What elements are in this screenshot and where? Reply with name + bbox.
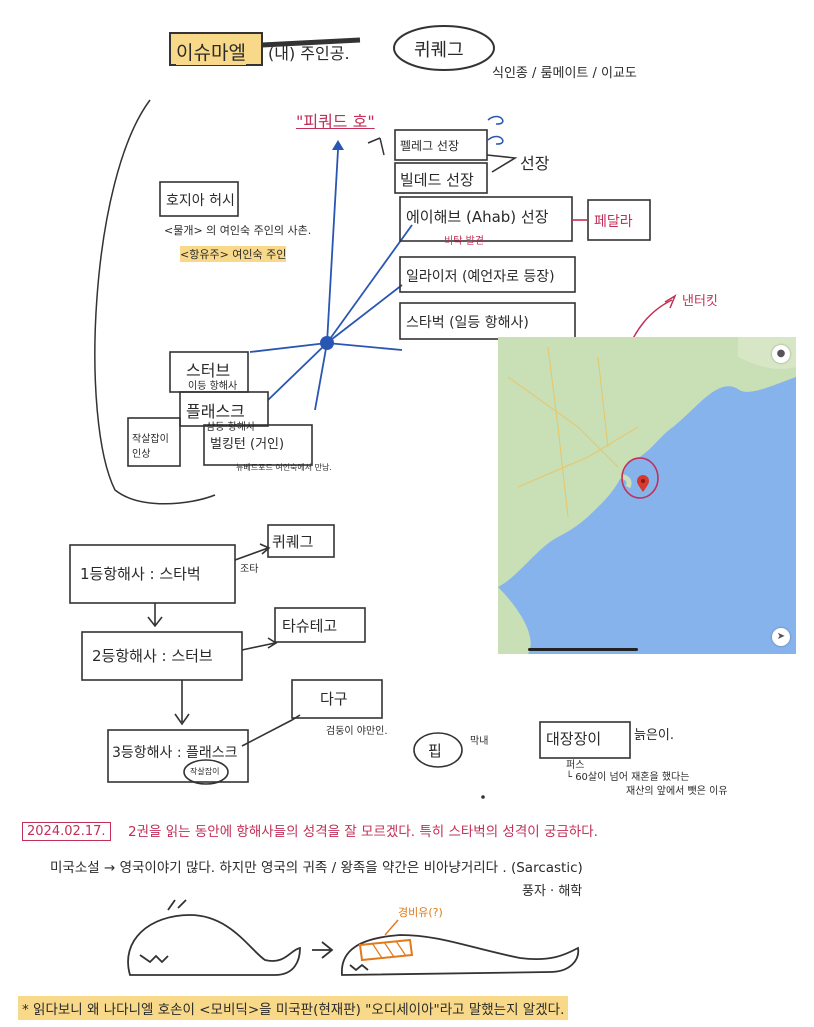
nantucket-map[interactable]: ● ➤ (498, 337, 796, 654)
protagonist-name: 이슈마엘 (176, 38, 246, 65)
blacksmith-note-1: └ 60살이 넘어 재혼을 했다는 (566, 772, 690, 783)
flask-note: 삼등 항해사 (206, 422, 256, 433)
fip-note: 막내 (470, 736, 489, 747)
ilaija-name: 일라이저 (예언자로 등장) (406, 269, 555, 285)
review-line-2: 미국소설 → 영국이야기 많다. 하지만 영국의 귀족 / 왕족을 약간은 비아… (50, 860, 583, 876)
captain-peleg: 펠레그 선장 (400, 139, 460, 153)
review-final: * 읽다보니 왜 나다니엘 호손이 <모비딕>을 미국판(현재판) "오디세이아… (18, 996, 569, 1020)
first-mate-link: 조타 (240, 564, 259, 575)
daggoo-box: 다구 (320, 690, 348, 708)
second-mate-box: 2등항해사 : 스터브 (92, 647, 213, 665)
map-location-icon[interactable]: ➤ (772, 628, 790, 646)
hosea-name: 호지아 허시 (166, 193, 235, 209)
tashtego-box: 타슈테고 (282, 617, 338, 635)
stub-note: 이등 항해사 (188, 381, 238, 392)
bulkington-name: 벌킹턴 (거인) (210, 437, 285, 452)
map-land (498, 337, 796, 654)
captains-label: 선장 (520, 154, 550, 173)
queequeg-name: 퀴퀘그 (414, 40, 464, 61)
pequod-label: "피쿼드 호" (296, 112, 375, 131)
fip-name: 핍 (428, 742, 442, 760)
daggoo-note: 검둥이 야만인. (326, 726, 388, 737)
review-line-2-note: 풍자 · 해학 (522, 884, 583, 899)
captain-bildad: 빌데드 선장 (400, 171, 474, 189)
queequeg-box: 퀴퀘그 (272, 533, 314, 551)
starbuck-name: 스타벅 (일등 항해사) (406, 315, 529, 331)
harpooners-label: 작살잡이 인상 (132, 434, 169, 460)
third-mate-box: 3등항해사 : 플래스크 (112, 745, 238, 761)
hosea-note-1: <물개> 의 여인숙 주인의 사촌. (164, 224, 312, 237)
map-scrollbar[interactable] (528, 648, 638, 651)
review-date: 2024.02.17. (22, 822, 111, 841)
stub-name: 스터브 (186, 361, 231, 380)
first-mate-box: 1등항해사 : 스타벅 (80, 565, 201, 583)
nantucket-label: 낸터킷 (682, 294, 718, 309)
third-mate-note: 작살잡이 (190, 767, 220, 776)
queequeg-description: 식인종 / 룸메이트 / 이교도 (492, 66, 637, 81)
map-layers-icon[interactable]: ● (772, 345, 790, 363)
whale-note: 경비유(?) (398, 906, 443, 919)
blacksmith-desc: 늙은이. (634, 728, 675, 743)
ahab-note: 비탁 발견 (444, 236, 484, 247)
flask-name: 플래스크 (186, 402, 245, 421)
protagonist-role: (내) 주인공. (268, 44, 350, 63)
pedalah-name: 페달라 (594, 214, 633, 230)
bulkington-note: 뉴베드포드 여인숙에서 만남. (236, 463, 332, 472)
map-pin-icon[interactable] (636, 475, 650, 493)
blacksmith-name: 퍼스 (566, 760, 585, 771)
blacksmith-note-2: 재산의 앞에서 뺏은 이유 (626, 786, 728, 797)
blacksmith-box: 대장장이 (546, 730, 602, 748)
review-line-1: 2권을 읽는 동안에 항해사들의 성격을 잘 모르겠다. 특히 스타벅의 성격이… (128, 824, 598, 840)
captain-ahab: 에이해브 (Ahab) 선장 (406, 208, 549, 226)
hosea-note-2: <항유주> 여인숙 주인 (180, 246, 287, 262)
